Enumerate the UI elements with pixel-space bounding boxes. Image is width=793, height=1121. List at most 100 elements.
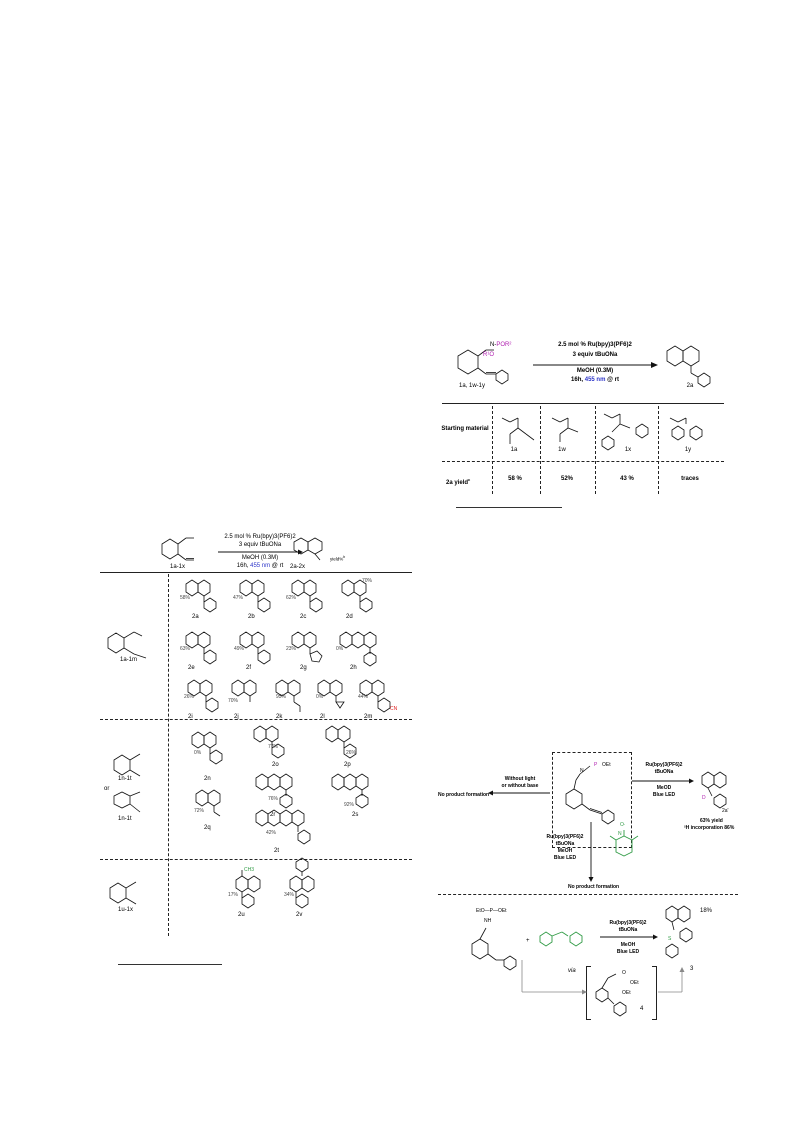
- cell-1w-structure: [551, 417, 579, 442]
- table-rule-top: [442, 403, 724, 404]
- label-2p: 2p: [344, 762, 351, 768]
- label-2i: 2i: [188, 714, 193, 720]
- sm-label-top: 1a, 1w-1y: [458, 383, 485, 389]
- yield-2t: 42%: [266, 830, 277, 836]
- scope-section-divider-1: [100, 719, 412, 720]
- product-2q-structure: [195, 789, 221, 817]
- scope-reagent-2: 3 equiv tBuONa: [238, 542, 282, 548]
- int-o: O: [622, 970, 626, 976]
- product-2c-structure: [291, 579, 323, 613]
- left-result: No product formation: [438, 792, 490, 798]
- label-2m: 2m: [364, 714, 373, 720]
- down-cond-2: tBuONa: [555, 841, 575, 847]
- label-2r: 2r: [270, 812, 276, 818]
- deuterium-incorporation: ²H incorporation 86%: [684, 825, 735, 831]
- down-result: No product formation: [568, 884, 620, 890]
- down-arrow: [588, 822, 594, 882]
- product-2j-structure: [231, 679, 257, 702]
- trap-scheme: EtO—P—OEt NH + Ru(bpy)3(PF6)2 tBuONa MeO…: [460, 900, 750, 1025]
- solvent-line: MeOH (0.3M): [576, 368, 614, 374]
- scope-sm-structure: [161, 537, 194, 561]
- yield-2h: 0%: [336, 646, 344, 652]
- product-2b-structure: [239, 579, 271, 613]
- product-2t-structure: [255, 809, 311, 845]
- scope-section-divider-2: [100, 859, 412, 860]
- label-2t: 2t: [274, 848, 280, 854]
- left-cond-1: Without light: [504, 776, 536, 782]
- product-label-top: 2a: [686, 383, 694, 389]
- deuterium-yield: 63% yield: [700, 818, 723, 824]
- product-2g-structure: [291, 631, 323, 663]
- scope-product-label: 2a-2x: [290, 564, 306, 570]
- scope-top-rule: [100, 572, 412, 573]
- trap-cond-2: tBuONa: [618, 927, 638, 933]
- trap-cond-1: Ru(bpy)3(PF6)2: [609, 920, 647, 926]
- reaction-arrow-top: [533, 362, 658, 368]
- label-2d: 2d: [346, 614, 353, 620]
- intermediate-structure: [595, 973, 627, 1017]
- yield-2g: 23%: [286, 646, 297, 652]
- product-2v-structure: [289, 857, 315, 909]
- yield-1w: 52%: [560, 476, 573, 482]
- col-sep-1: [492, 406, 493, 494]
- scope-solvent: MeOH (0.3M): [241, 555, 279, 561]
- table-rule-mid: [442, 461, 724, 462]
- trap-cond-3: MeOH: [620, 942, 636, 948]
- trap-connector: [521, 960, 685, 995]
- label-2c: 2c: [300, 614, 307, 620]
- reagent-line-1: 2.5 mol % Ru(bpy)3(PF6)2: [558, 342, 632, 348]
- label-2h: 2h: [350, 665, 357, 671]
- label-2v: 2v: [296, 912, 303, 918]
- product-2p-structure: [325, 725, 357, 759]
- yield-2v: 34%: [284, 892, 295, 898]
- right-cond-1: Ru(bpy)3(PF6)2: [645, 762, 683, 768]
- trap-phosphonate: EtO—P—OEt: [476, 908, 507, 914]
- trap-product-label: 3: [690, 966, 694, 972]
- cell-1x-structure: [601, 413, 649, 451]
- tempo-n: N: [618, 831, 622, 837]
- col-sep-3: [595, 406, 596, 494]
- left-arrow: [488, 790, 550, 796]
- yield-2b: 47%: [233, 595, 244, 601]
- yield-2a: 58%: [180, 595, 191, 601]
- int-oet-1: OEt: [630, 980, 639, 986]
- label-2l: 2l: [320, 714, 325, 720]
- group2-label-b: 1n-1t: [118, 816, 132, 822]
- product-2a-prime-label: 2a': [722, 808, 729, 814]
- trap-product-structure: [665, 905, 693, 959]
- yield-2i: 26%: [184, 694, 195, 700]
- bracket-right: [652, 966, 657, 1020]
- mech-sm-n: N: [580, 768, 584, 774]
- product-2i-structure: [187, 679, 219, 713]
- scope-scheme: 1a-1x 2.5 mol % Ru(bpy)3(PF6)2 3 equiv t…: [100, 522, 415, 942]
- sm-structure-top: [457, 349, 509, 385]
- reagent-line-2: 3 equiv tBuONa: [572, 352, 618, 358]
- scope-conditions: 16h, 455 nm @ rt: [236, 563, 284, 569]
- label-2q: 2q: [204, 825, 211, 831]
- row-header-sm: Starting material: [441, 426, 489, 432]
- mechanism-scheme: N P OEt Without light or without base No…: [430, 752, 750, 902]
- yield-2p: 26%: [346, 750, 357, 756]
- yield-1a: 58 %: [508, 476, 522, 482]
- cell-label-1x: 1x: [624, 447, 632, 453]
- product-2h-structure: [339, 631, 377, 667]
- right-arrow: [632, 778, 694, 784]
- label-2f: 2f: [246, 665, 252, 671]
- cn-label: CN: [390, 706, 398, 712]
- disulfide-structure: [539, 931, 583, 947]
- down-cond-4: Blue LED: [553, 855, 577, 861]
- conditions-line: 16h, 455 nm @ rt: [571, 377, 619, 383]
- down-cond-3: MeOH: [557, 848, 573, 854]
- tempo-structure: [609, 830, 639, 857]
- cell-1y-structure: [669, 417, 703, 441]
- scope-product-structure: [293, 537, 323, 561]
- scope-yield-note: yield%b: [330, 555, 346, 562]
- footnote-rule-left: [118, 964, 222, 965]
- label-2n: 2n: [204, 776, 211, 782]
- yield-2e: 63%: [180, 646, 191, 652]
- int-oet-2: OEt: [622, 990, 631, 996]
- group3-label: 1u-1x: [118, 907, 134, 913]
- yield-2s: 92%: [344, 802, 355, 808]
- cell-label-1y: 1y: [684, 447, 692, 453]
- yield-2d: 70%: [362, 578, 373, 584]
